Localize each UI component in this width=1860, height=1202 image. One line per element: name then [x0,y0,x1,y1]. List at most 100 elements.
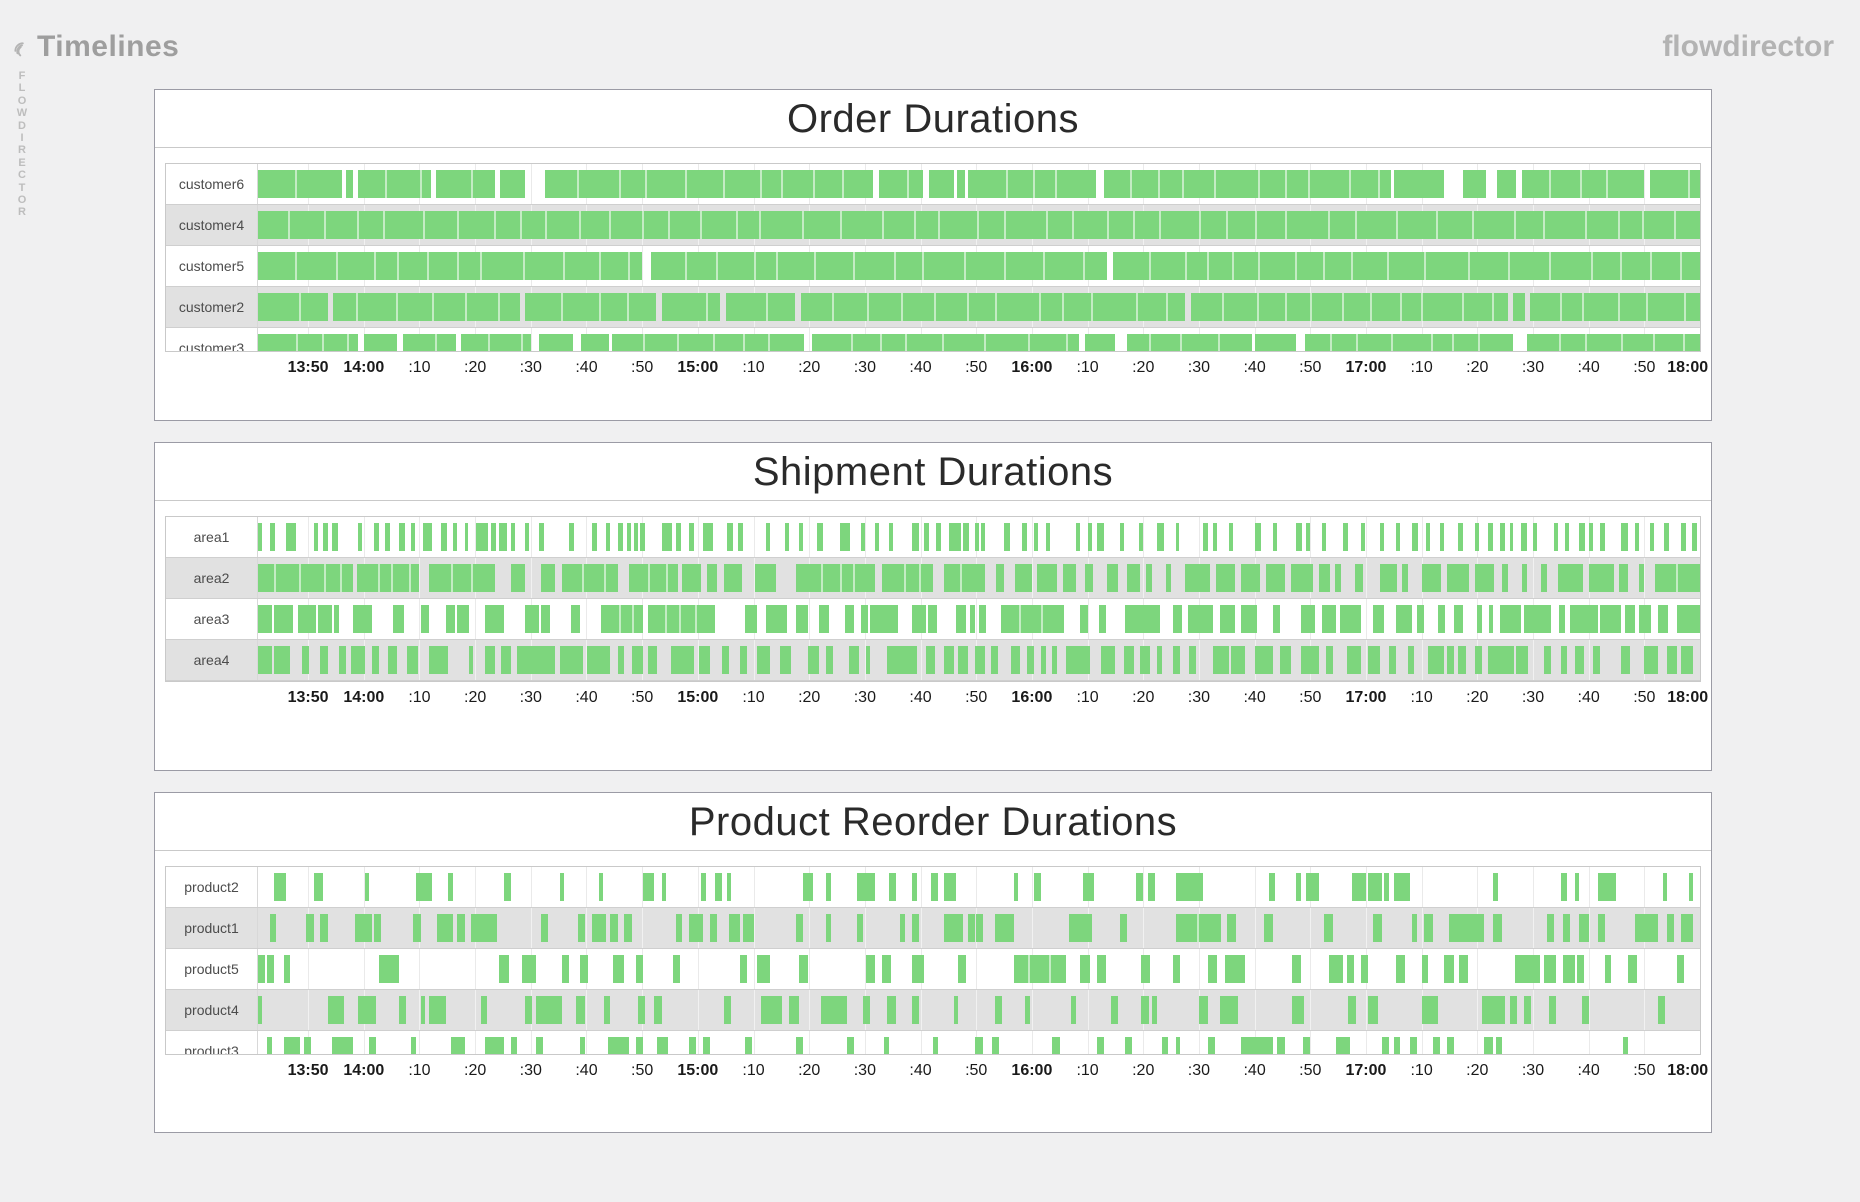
gridline [1700,246,1701,286]
gridline [1700,287,1701,327]
gridline [920,1031,922,1054]
timeline-bar [283,1037,300,1054]
timeline-bar [258,564,353,592]
timeline-bar [874,523,880,551]
timeline-bar [1628,955,1638,983]
bar-separator [356,293,359,321]
timeline-bar [779,646,792,674]
timeline-bar [369,1037,377,1054]
bar-separator [840,564,843,592]
bar-separator [599,293,602,321]
timeline-bar [1069,914,1092,942]
bar-separator [427,252,430,280]
timeline-bar [1527,334,1700,351]
bar-separator [759,170,762,198]
axis-tick-label: :30 [1521,359,1545,376]
gridline [1310,908,1312,948]
bar-separator [520,211,523,239]
timeline-bar [631,646,643,674]
bar-separator [919,564,922,592]
axis-tick-label: :10 [1076,359,1099,376]
bar-separator [1560,293,1563,321]
timeline-row: area3 [166,599,1700,640]
gridline [308,949,310,989]
timeline-bar [517,646,555,674]
gridline [1254,990,1256,1030]
timeline-bar [510,564,526,592]
bar-separator [1649,252,1652,280]
timeline-bar [1488,605,1494,633]
timeline-bar [1203,523,1208,551]
axis-tick-label: :40 [909,689,932,706]
bar-separator [470,564,473,592]
timeline-bar [1681,523,1686,551]
timeline-bar [1305,873,1320,901]
axis-tick-label: 15:00 [677,689,719,706]
bar-separator [1617,211,1620,239]
bar-separator [841,170,844,198]
timeline-bar [726,523,734,551]
timeline-bar [274,605,293,633]
timeline-bar [1475,523,1479,551]
timeline-bar [1658,996,1665,1024]
bar-separator [1232,252,1235,280]
bar-separator [1166,293,1169,321]
bar-separator [963,252,966,280]
timeline-bar [608,1037,629,1054]
bar-separator [684,170,687,198]
timeline-bar [1136,873,1144,901]
timeline-bar [944,914,963,942]
axis-tick-label: :30 [1187,689,1211,706]
timeline-bar [274,873,286,901]
timeline-bar [1458,955,1468,983]
gridline [1532,640,1534,680]
timeline-bar [995,564,1005,592]
timeline-bar [798,523,804,551]
timeline-bar [399,523,405,551]
timeline-bar [1300,605,1315,633]
row-label: product3 [166,1031,258,1054]
timeline-bar [698,646,711,674]
timeline-bar [258,523,262,551]
timeline-bar [1681,646,1693,674]
timeline-bar [420,605,430,633]
timeline-bar [578,914,585,942]
timeline-bar [675,914,683,942]
timeline-bar [339,646,346,674]
bar-separator [1390,334,1393,351]
timeline-row: customer2 [166,287,1700,328]
bar-separator [1181,170,1184,198]
bar-separator [1157,170,1160,198]
bar-separator [813,170,816,198]
gridline [530,1031,532,1054]
timeline-bar [740,955,748,983]
timeline-bar [888,523,894,551]
timeline-bar [976,914,983,942]
timeline-bar [267,1037,272,1054]
timeline-bar [568,523,575,551]
row-label: area1 [166,517,258,557]
gridline [1365,867,1367,907]
bar-separator [850,334,853,351]
timeline-bar [675,523,682,551]
timeline-bar [1080,955,1090,983]
bar-separator [1674,211,1677,239]
row-label: product4 [166,990,258,1030]
timeline-bar [1662,873,1668,901]
timeline-bar [1396,523,1400,551]
gridline [586,867,588,907]
bar-separator [1683,334,1686,351]
timeline-bar [1600,523,1605,551]
timeline-bar [992,1037,1000,1054]
timeline-bar [1099,605,1106,633]
gridline [1421,640,1423,680]
bar-separator [1149,252,1152,280]
timeline-bar [1581,996,1589,1024]
timeline-bar [510,523,516,551]
gridline [475,949,477,989]
timeline-bar [974,646,985,674]
timeline-bar [703,1037,711,1054]
timeline-bar [1549,996,1556,1024]
axis-tick-label: 16:00 [1011,1062,1053,1079]
timeline-bar [826,646,834,674]
